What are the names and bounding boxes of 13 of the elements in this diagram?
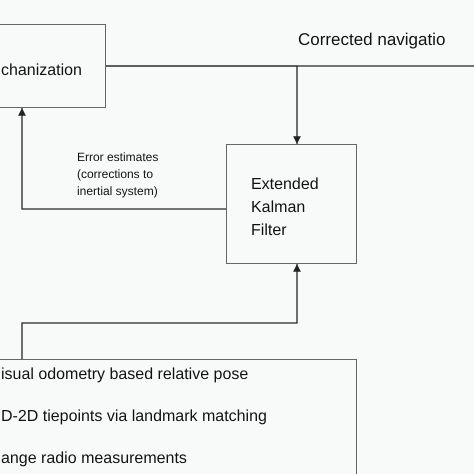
process-box — [0, 359, 357, 474]
arrow — [21, 264, 301, 359]
edge-label: Corrected navigatio — [298, 29, 446, 51]
node-text: ange radio measurements — [1, 450, 187, 468]
process-box — [0, 24, 106, 108]
process-box — [226, 144, 357, 264]
node-text: chanization — [1, 62, 82, 80]
node-text: Extended Kalman Filter — [251, 175, 320, 241]
edge-label: Error estimates (corrections to inertial system) — [77, 149, 160, 200]
arrow — [18, 108, 226, 210]
node-text: D-2D tiepoints via landmark matching — [1, 408, 267, 426]
arrow — [106, 65, 301, 144]
node-text: isual odometry based relative pose — [1, 366, 248, 384]
